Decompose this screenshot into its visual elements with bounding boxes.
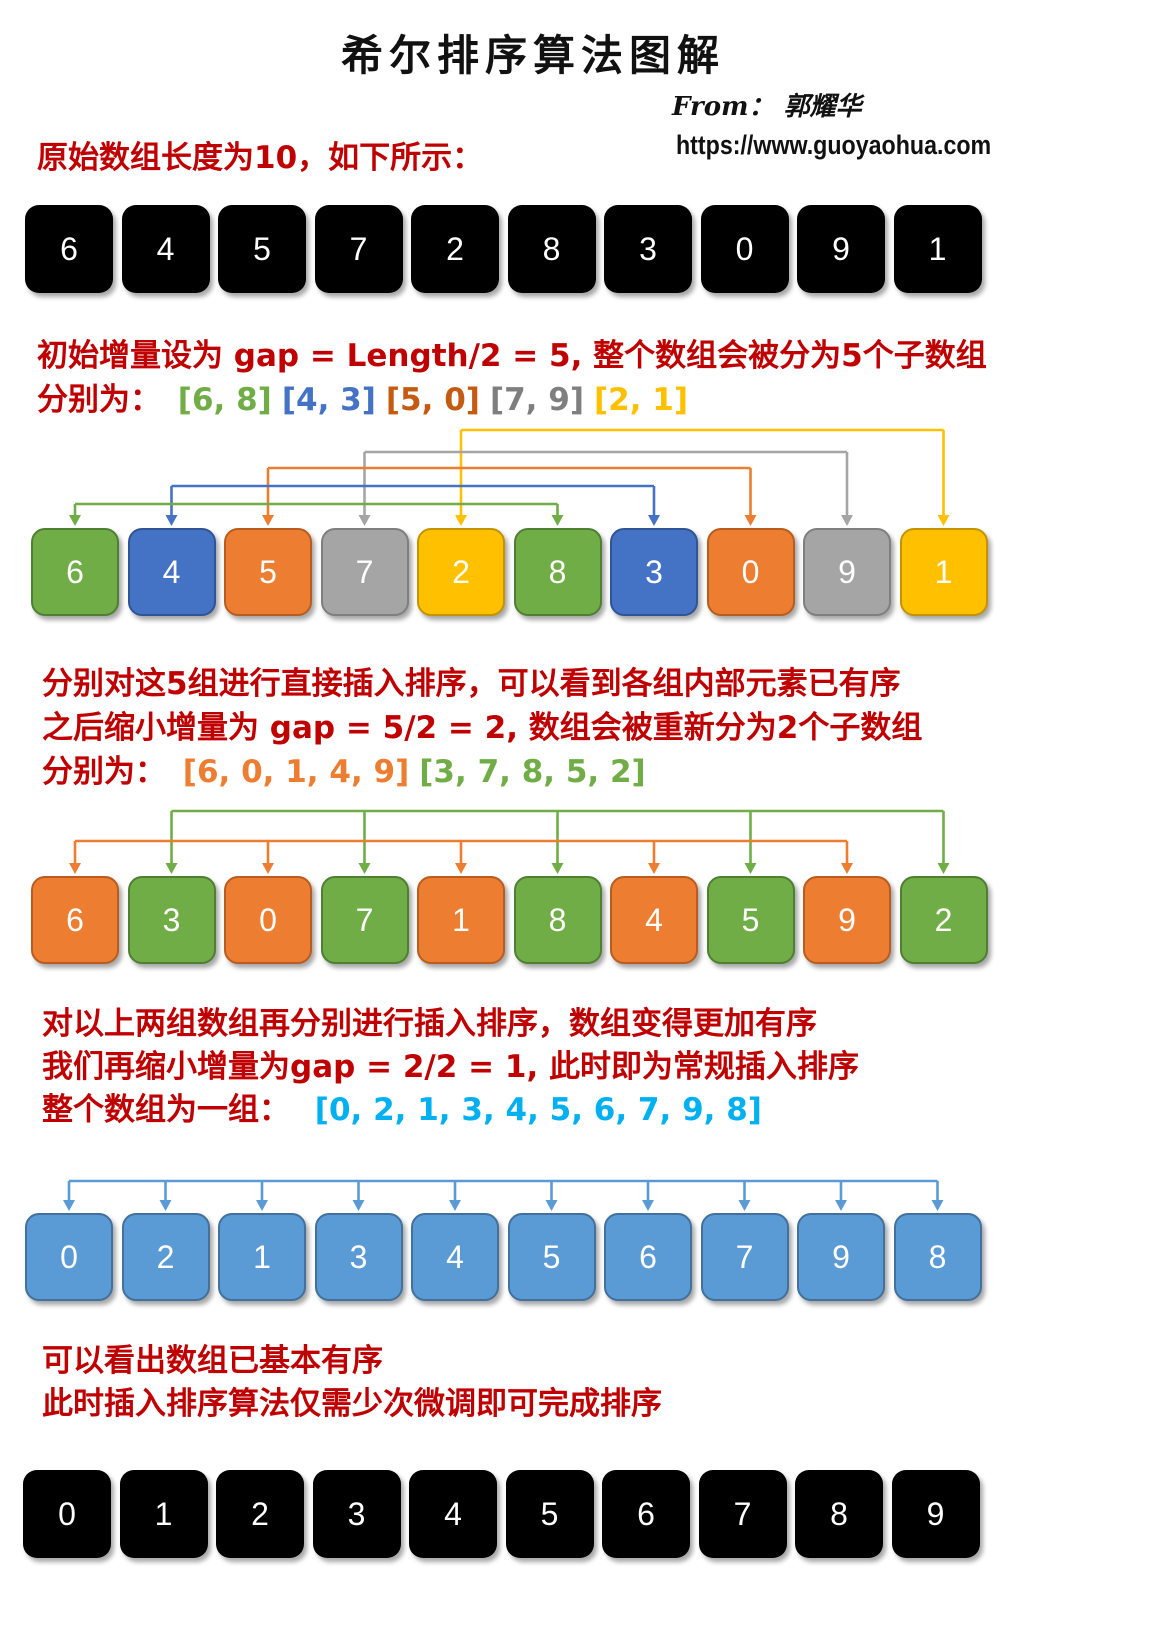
step3-line2: 我们再缩小增量为gap = 2/2 = 1, 此时即为常规插入排序 — [42, 1049, 860, 1085]
array-cell: 4 — [411, 1213, 499, 1301]
array-cell: 8 — [893, 1213, 982, 1301]
group-connector — [262, 466, 757, 526]
array-cell: 0 — [706, 528, 795, 616]
array-cell: 7 — [700, 1213, 789, 1301]
array-cell: 7 — [320, 876, 409, 964]
step1-line2: 分别为： [6, 8][4, 3][5, 0][7, 9][2, 1] — [37, 378, 688, 422]
array-cell: 9 — [803, 876, 891, 964]
array-cell: 1 — [899, 528, 988, 616]
array-cell: 4 — [121, 205, 210, 293]
step3-prefix: 整个数组为一组： — [42, 1092, 290, 1128]
array-cell: 9 — [797, 1213, 885, 1301]
step1-line1: 初始增量设为 gap = Length/2 = 5, 整个数组会被分为5个子数组 — [37, 338, 987, 374]
array-cell: 1 — [417, 876, 505, 964]
array-cell: 3 — [604, 205, 692, 293]
array-cell: 2 — [411, 205, 499, 293]
array-cell: 7 — [320, 528, 409, 616]
array-cell: 1 — [893, 205, 982, 293]
array-cell: 8 — [507, 205, 596, 293]
array-cell: 2 — [216, 1470, 304, 1558]
step3-group: [0, 2, 1, 3, 4, 5, 6, 7, 9, 8] — [314, 1092, 762, 1128]
step1-groups: [6, 8][4, 3][5, 0][7, 9][2, 1] — [172, 382, 688, 418]
author-url: https://www.guoyaohua.com — [676, 130, 992, 160]
array-cell: 4 — [127, 528, 216, 616]
step3-line1: 对以上两组数组再分别进行插入排序，数组变得更加有序 — [42, 1006, 817, 1042]
array-cell: 8 — [513, 528, 602, 616]
array-cell: 8 — [795, 1470, 883, 1558]
array-cell: 3 — [312, 1470, 401, 1558]
step1-prefix: 分别为： — [37, 382, 161, 418]
group-connector — [165, 484, 660, 526]
array-cell: 6 — [25, 205, 113, 293]
group-label: [5, 0] — [385, 382, 480, 418]
array-cell: 5 — [507, 1213, 596, 1301]
array-cell: 0 — [224, 876, 312, 964]
array-cell: 3 — [610, 528, 698, 616]
step2-line3: 分别为： [6, 0, 1, 4, 9][3, 7, 8, 5, 2] — [42, 750, 646, 794]
array-cell: 6 — [604, 1213, 692, 1301]
group-connector — [358, 450, 853, 526]
group-label: [7, 9] — [489, 382, 584, 418]
array-cell: 3 — [314, 1213, 403, 1301]
array-cell: 5 — [224, 528, 312, 616]
array-cell: 0 — [700, 205, 789, 293]
array-cell: 5 — [706, 876, 795, 964]
array-cell: 1 — [119, 1470, 208, 1558]
group-label: [3, 7, 8, 5, 2] — [419, 754, 646, 790]
step0-text: 原始数组长度为10，如下所示： — [37, 140, 484, 176]
step2-line2: 之后缩小增量为 gap = 5/2 = 2, 数组会被重新分为2个子数组 — [42, 710, 923, 746]
array-cell: 4 — [610, 876, 698, 964]
array-cell: 8 — [513, 876, 602, 964]
author-credit: From： 郭耀华 — [672, 92, 862, 122]
step4-line1: 可以看出数组已基本有序 — [42, 1343, 383, 1379]
array-cell: 9 — [891, 1470, 980, 1558]
array-cell: 7 — [314, 205, 403, 293]
step4-line2: 此时插入排序算法仅需少次微调即可完成排序 — [42, 1386, 662, 1422]
array-cell: 2 — [417, 528, 505, 616]
array-cell: 6 — [31, 528, 119, 616]
array-cell: 0 — [23, 1470, 111, 1558]
array-cell: 6 — [31, 876, 119, 964]
group-connector — [455, 428, 950, 526]
array-cell: 9 — [803, 528, 891, 616]
step2-line1: 分别对这5组进行直接插入排序，可以看到各组内部元素已有序 — [42, 666, 901, 702]
array-cell: 2 — [121, 1213, 210, 1301]
group-label: [6, 0, 1, 4, 9] — [182, 754, 410, 790]
array-cell: 9 — [797, 205, 885, 293]
diagram-title: 希尔排序算法图解 — [340, 31, 725, 80]
array-cell: 1 — [218, 1213, 306, 1301]
array-cell: 0 — [25, 1213, 113, 1301]
array-cell: 5 — [218, 205, 306, 293]
group-connector — [69, 502, 564, 526]
group-label: [2, 1] — [593, 382, 689, 418]
step3-line3: 整个数组为一组： [0, 2, 1, 3, 4, 5, 6, 7, 9, 8] — [42, 1088, 762, 1132]
group-connector — [63, 1179, 944, 1211]
step2-groups: [6, 0, 1, 4, 9][3, 7, 8, 5, 2] — [177, 754, 646, 790]
array-cell: 2 — [899, 876, 988, 964]
array-cell: 4 — [409, 1470, 497, 1558]
group-connector — [165, 809, 950, 874]
array-cell: 5 — [505, 1470, 594, 1558]
group-label: [6, 8] — [177, 382, 272, 418]
step2-prefix: 分别为： — [42, 754, 166, 790]
group-connector — [69, 839, 853, 874]
array-cell: 6 — [602, 1470, 690, 1558]
array-cell: 3 — [127, 876, 216, 964]
array-cell: 7 — [698, 1470, 787, 1558]
group-label: [4, 3] — [281, 382, 376, 418]
